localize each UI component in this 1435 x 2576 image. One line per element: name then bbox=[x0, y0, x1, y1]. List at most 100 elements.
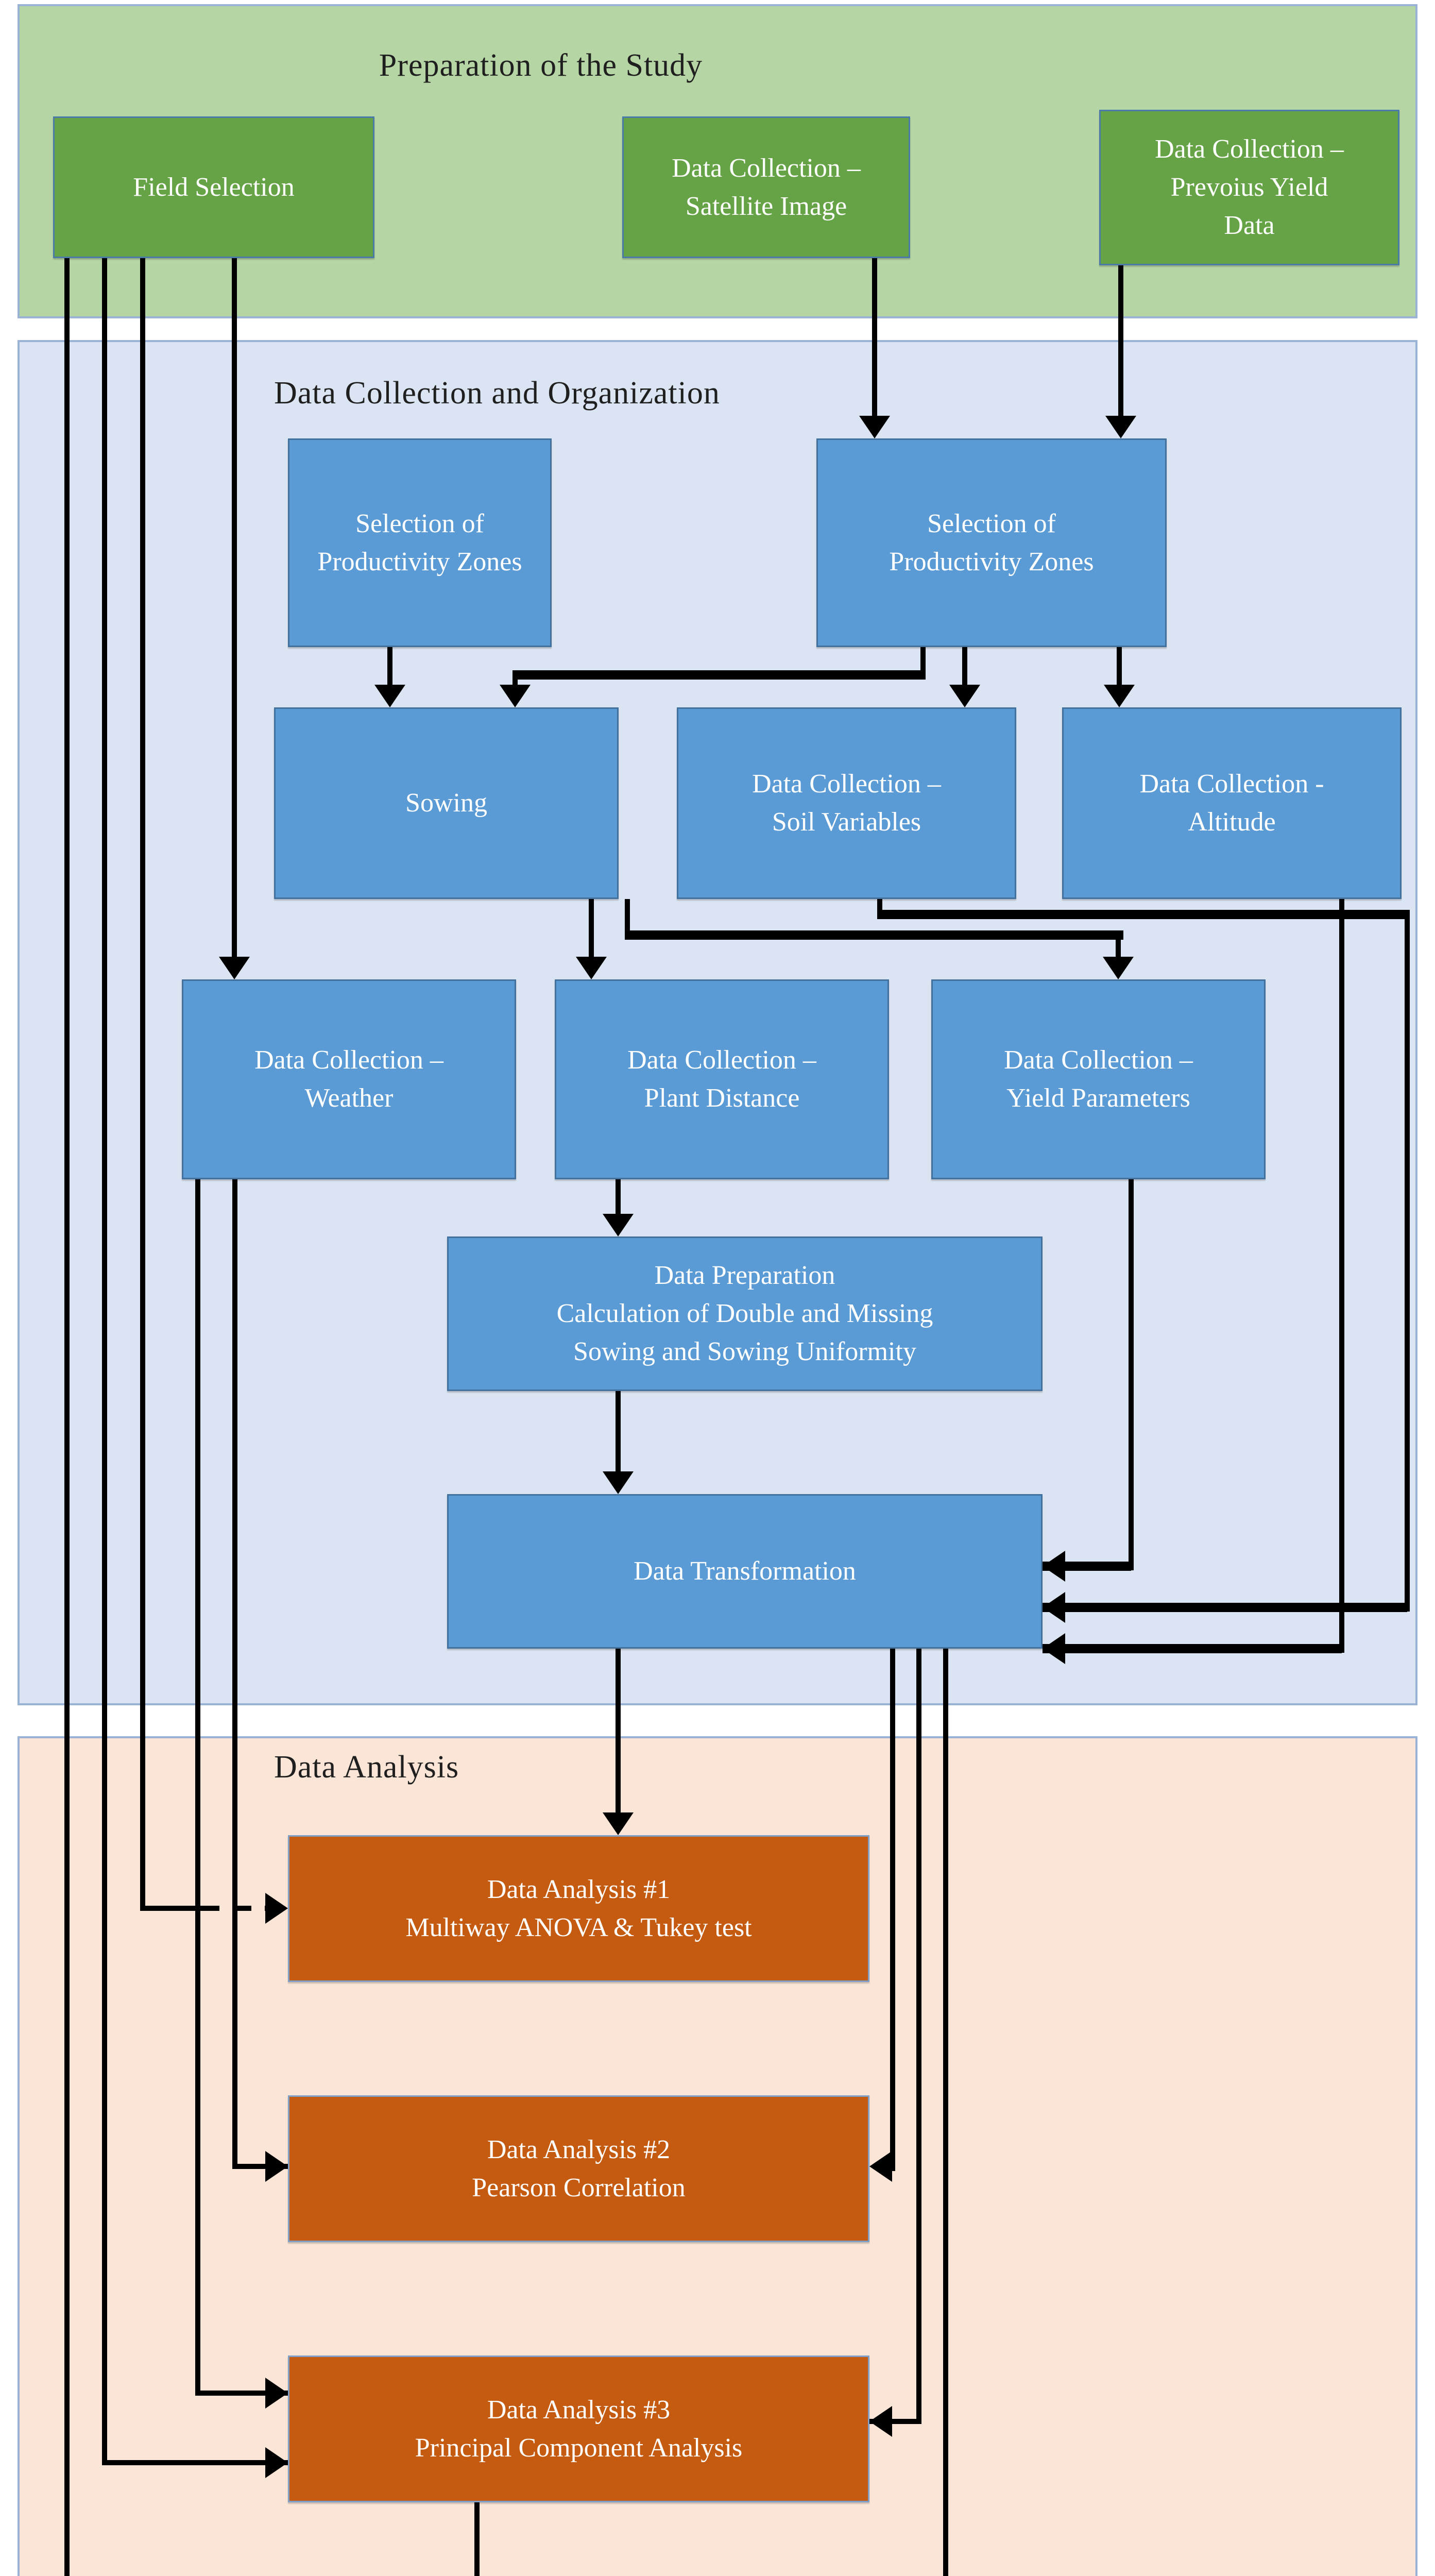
arrow-segment bbox=[1118, 265, 1123, 418]
node-plant-distance: Data Collection –Plant Distance bbox=[555, 979, 889, 1179]
arrow-segment bbox=[512, 670, 518, 687]
arrowhead-down bbox=[949, 685, 980, 707]
arrow-segment bbox=[143, 1906, 201, 1911]
arrowhead-left bbox=[869, 2151, 892, 2182]
arrowhead-down bbox=[1103, 957, 1134, 979]
arrow-segment bbox=[195, 1179, 200, 2396]
section-title-preparation: Preparation of the Study bbox=[379, 48, 703, 83]
section-title-collection: Data Collection and Organization bbox=[274, 376, 720, 411]
arrow-segment bbox=[625, 930, 1123, 940]
arrow-segment bbox=[1339, 899, 1344, 1653]
arrow-segment bbox=[589, 899, 594, 959]
node-label-line: Sowing bbox=[405, 788, 487, 818]
node-label-line: Field Selection bbox=[133, 172, 295, 202]
node-label-line: Multiway ANOVA & Tukey test bbox=[405, 1912, 752, 1942]
node-label-line: Data Collection – bbox=[752, 769, 941, 799]
arrow-segment bbox=[920, 647, 926, 675]
node-soil: Data Collection – Soil Variables bbox=[677, 707, 1016, 899]
node-label-line: Weather bbox=[304, 1083, 394, 1113]
node-weather: Data Collection –Weather bbox=[182, 979, 516, 1179]
arrow-segment bbox=[140, 258, 145, 1911]
arrow-segment bbox=[1043, 1603, 1407, 1612]
node-altitude: Data Collection -Altitude bbox=[1062, 707, 1402, 899]
arrow-segment bbox=[102, 258, 107, 2465]
node-label-line: Productivity Zones bbox=[317, 547, 522, 577]
arrow-segment bbox=[1129, 1179, 1134, 1570]
arrowhead-right bbox=[265, 2447, 288, 2478]
arrow-segment bbox=[625, 899, 630, 935]
arrow-segment-dashed bbox=[201, 1906, 265, 1911]
arrow-segment bbox=[235, 2164, 288, 2169]
arrow-segment bbox=[1117, 647, 1122, 687]
node-label-line: Principal Component Analysis bbox=[415, 2433, 743, 2463]
arrowhead-down bbox=[1104, 685, 1135, 707]
arrow-segment bbox=[512, 670, 926, 680]
arrowhead-down bbox=[603, 1812, 634, 1835]
arrow-segment bbox=[474, 2502, 480, 2576]
arrow-segment bbox=[1116, 935, 1121, 959]
arrowhead-down bbox=[603, 1214, 634, 1236]
node-label-line: Sowing and Sowing Uniformity bbox=[573, 1336, 916, 1366]
arrow-segment bbox=[232, 258, 237, 959]
arrow-segment bbox=[198, 2391, 288, 2396]
arrow-segment bbox=[105, 2460, 288, 2465]
node-da1: Data Analysis #1 Multiway ANOVA & Tukey t… bbox=[288, 1835, 869, 1982]
node-label-line: Data Analysis #3 bbox=[487, 2395, 671, 2425]
section-title-analysis: Data Analysis bbox=[274, 1750, 459, 1785]
node-label-line: Data bbox=[1224, 210, 1275, 240]
arrow-segment bbox=[877, 910, 1410, 919]
arrowhead-right bbox=[265, 2151, 288, 2182]
arrowhead-down bbox=[576, 957, 607, 979]
arrowhead-down bbox=[500, 685, 531, 707]
node-spz-left: Selection of Productivity Zones bbox=[288, 438, 552, 647]
node-label-line: Data Collection – bbox=[672, 153, 861, 183]
node-da3: Data Analysis #3 Principal Component Anal… bbox=[288, 2355, 869, 2502]
node-label-line: Data Collection – bbox=[1004, 1045, 1193, 1075]
arrow-segment bbox=[943, 1649, 948, 2576]
node-label-line: Data Preparation bbox=[654, 1261, 835, 1291]
arrow-segment bbox=[616, 1649, 621, 1815]
node-label-line: Data Analysis #1 bbox=[487, 1874, 671, 1904]
arrow-segment bbox=[916, 1649, 921, 2424]
node-label-line: Data Collection – bbox=[1155, 134, 1344, 164]
node-label-line: Selection of bbox=[355, 509, 484, 538]
arrow-segment bbox=[890, 1649, 895, 2171]
arrow-segment bbox=[1405, 914, 1410, 1612]
node-label-line: Prevoius Yield bbox=[1170, 173, 1328, 202]
arrowhead-down bbox=[603, 1471, 634, 1494]
arrow-segment bbox=[877, 899, 882, 914]
node-data-transformation: Data Transformation bbox=[447, 1494, 1043, 1649]
node-label-line: Productivity Zones bbox=[889, 547, 1094, 577]
arrowhead-left bbox=[1043, 1633, 1065, 1664]
arrowhead-down bbox=[1105, 416, 1136, 438]
node-label-line: Data Analysis #2 bbox=[487, 2134, 671, 2164]
node-sowing: Sowing bbox=[274, 707, 619, 899]
arrowhead-right bbox=[265, 2378, 288, 2409]
node-label-line: Soil Variables bbox=[772, 807, 921, 837]
node-label-line: Pearson Correlation bbox=[472, 2173, 686, 2202]
node-label-line: Calculation of Double and Missing bbox=[556, 1299, 933, 1329]
arrowhead-down bbox=[859, 416, 890, 438]
arrowhead-left bbox=[1043, 1551, 1065, 1582]
node-label-line: Data Collection - bbox=[1139, 769, 1324, 799]
node-spz-right: Selection of Productivity Zones bbox=[816, 438, 1167, 647]
node-label-line: Selection of bbox=[927, 509, 1056, 538]
arrow-segment bbox=[1043, 1644, 1342, 1653]
node-satellite: Data Collection – Satellite Image bbox=[622, 116, 910, 258]
node-label-line: Satellite Image bbox=[685, 191, 847, 221]
node-yield-parameters: Data Collection – Yield Parameters bbox=[931, 979, 1266, 1179]
node-label-line: Yield Parameters bbox=[1006, 1083, 1190, 1113]
arrow-segment bbox=[869, 2419, 919, 2424]
arrow-segment bbox=[962, 647, 967, 687]
node-da2: Data Analysis #2 Pearson Correlation bbox=[288, 2095, 869, 2242]
node-field: Field Selection bbox=[53, 116, 374, 258]
arrowhead-left bbox=[869, 2406, 892, 2437]
arrow-segment bbox=[387, 647, 392, 687]
node-label-line: Plant Distance bbox=[644, 1083, 800, 1113]
arrow-segment bbox=[616, 1179, 621, 1216]
arrow-segment bbox=[616, 1391, 621, 1473]
arrow-segment bbox=[64, 258, 70, 2576]
